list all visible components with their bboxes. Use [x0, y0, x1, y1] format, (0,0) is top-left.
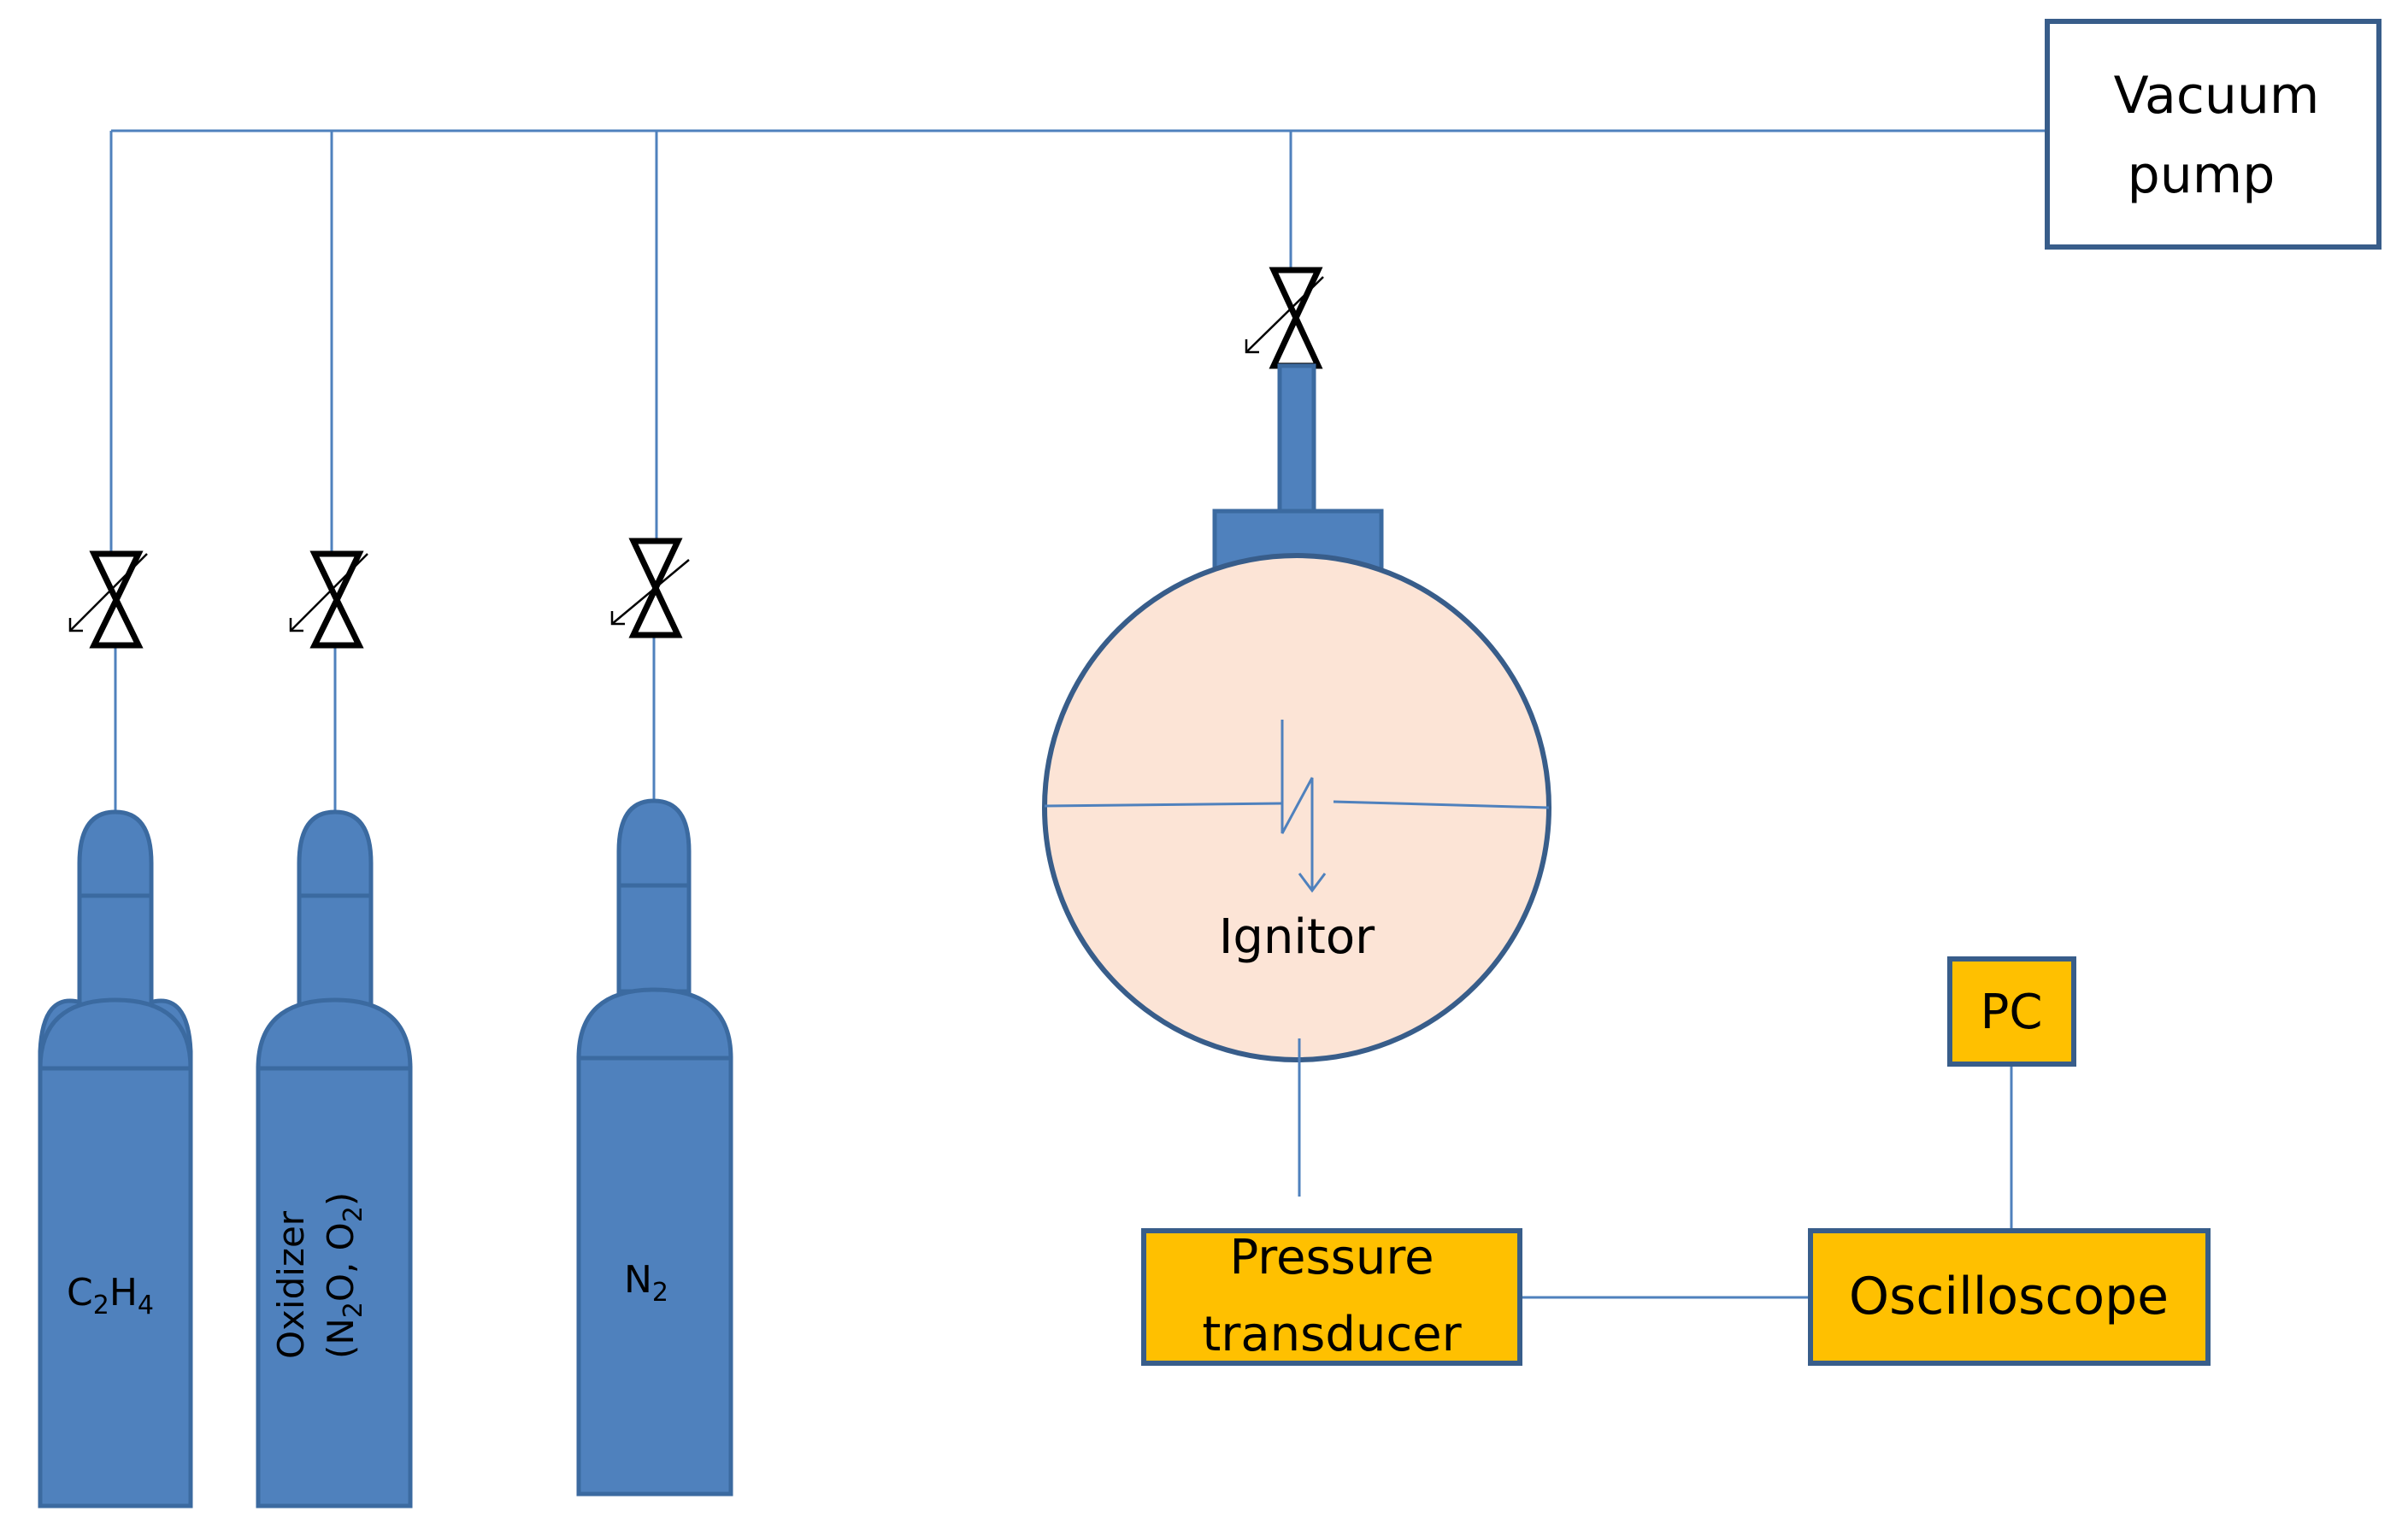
pressure-transducer-label-line1: Pressure	[1229, 1230, 1434, 1285]
ignitor-spark	[1281, 720, 1314, 891]
oscilloscope-label: Oscilloscope	[1849, 1267, 2169, 1326]
svg-text:Oxidizer: Oxidizer	[270, 1210, 312, 1359]
cylinder-c2h4	[38, 809, 193, 1509]
vacuum-pump-box[interactable]: Vacuum pump	[2045, 19, 2382, 250]
valve-icon-chamber[interactable]	[1245, 267, 1324, 369]
ignitor-electrode-right	[1333, 800, 1550, 809]
oscilloscope-box[interactable]: Oscilloscope	[1808, 1228, 2211, 1366]
pc-label: PC	[1981, 985, 2043, 1040]
ignitor-spark-arrowhead	[1298, 873, 1327, 893]
vacuum-pump-label-line2: pump	[2128, 145, 2276, 205]
ignitor-electrode-left	[1044, 802, 1283, 808]
ignitor-label: Ignitor	[1219, 909, 1375, 965]
vacuum-pump-label-line1: Vacuum	[2114, 66, 2320, 126]
valve-icon-n2[interactable]	[610, 538, 690, 638]
pressure-transducer-box[interactable]: Pressure transducer	[1141, 1228, 1522, 1366]
pressure-transducer-label-line2: transducer	[1202, 1307, 1462, 1362]
chamber-inlet-tube	[1277, 363, 1316, 514]
cylinder-n2	[576, 798, 733, 1497]
cylinder-oxidizer	[256, 809, 413, 1509]
valve-icon-oxidizer[interactable]	[289, 550, 368, 649]
c2h4-label: C2H4	[67, 1271, 154, 1320]
svg-text:(N2O, O2): (N2O, O2)	[320, 1192, 368, 1359]
oxidizer-label: Oxidizer (N2O, O2)	[270, 1192, 368, 1359]
n2-label: N2	[624, 1258, 668, 1308]
valve-icon-c2h4[interactable]	[68, 550, 148, 649]
pc-box[interactable]: PC	[1947, 956, 2076, 1067]
